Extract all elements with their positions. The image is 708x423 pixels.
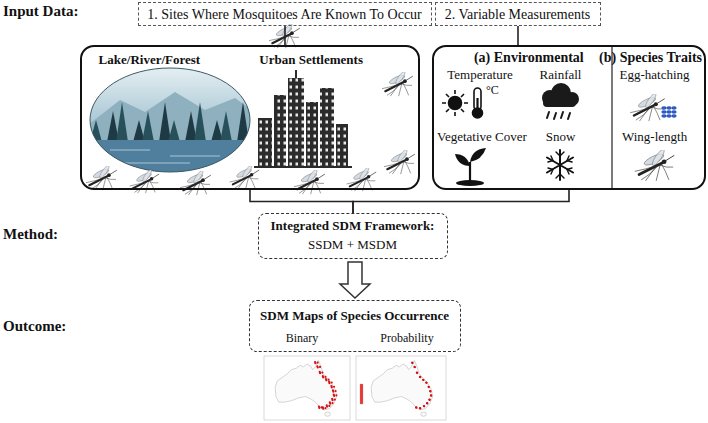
block-arrow [340, 262, 370, 298]
variable-label: Snow [546, 130, 576, 145]
row-label: Method: [3, 226, 58, 243]
input-heading-box: 2. Variable Measurements [435, 2, 601, 26]
map-label: Probability [380, 332, 433, 346]
site-heading: 1. Sites Where Mosquitoes Are Known To O… [147, 7, 422, 23]
process-box: SDM Maps of Species OccurrenceBinary Prob… [249, 300, 462, 352]
trait-label: Egg-hatching [620, 68, 690, 83]
input-heading-box: 1. Sites Where Mosquitoes Are Known To O… [138, 2, 433, 26]
connector-line [517, 26, 519, 45]
connector-line [250, 190, 353, 213]
trait-label: Wing-length [622, 130, 687, 145]
unit-label: °C [486, 84, 499, 98]
habitat-label: Lake/River/Forest [99, 53, 201, 68]
outcome-title: SDM Maps of Species Occurrence [260, 309, 449, 324]
measure-heading: 2. Variable Measurements [445, 7, 591, 23]
row-label: Outcome: [3, 318, 66, 335]
variable-label: Temperature [447, 68, 513, 83]
input-panel: Lake/River/Forest Urban Settlements [80, 45, 420, 190]
connector-line [353, 190, 569, 213]
map-label: Binary [286, 332, 319, 346]
habitat-label: Urban Settlements [259, 53, 363, 68]
panel-heading: (b) Species Traits [599, 50, 702, 66]
variable-label: Rainfall [540, 68, 582, 83]
input-panel: (a) EnvironmentalTemperature RainfallVege… [432, 45, 706, 190]
method-detail: SSDM + MSDM [308, 238, 397, 253]
connector-line [284, 26, 286, 45]
row-label: Input Data: [3, 3, 78, 20]
method-title: Integrated SDM Framework: [271, 219, 435, 234]
process-box: Integrated SDM Framework: SSDM + MSDM [258, 213, 448, 259]
variable-label: Vegetative Cover [437, 130, 527, 145]
panel-heading: (a) Environmental [474, 50, 584, 66]
